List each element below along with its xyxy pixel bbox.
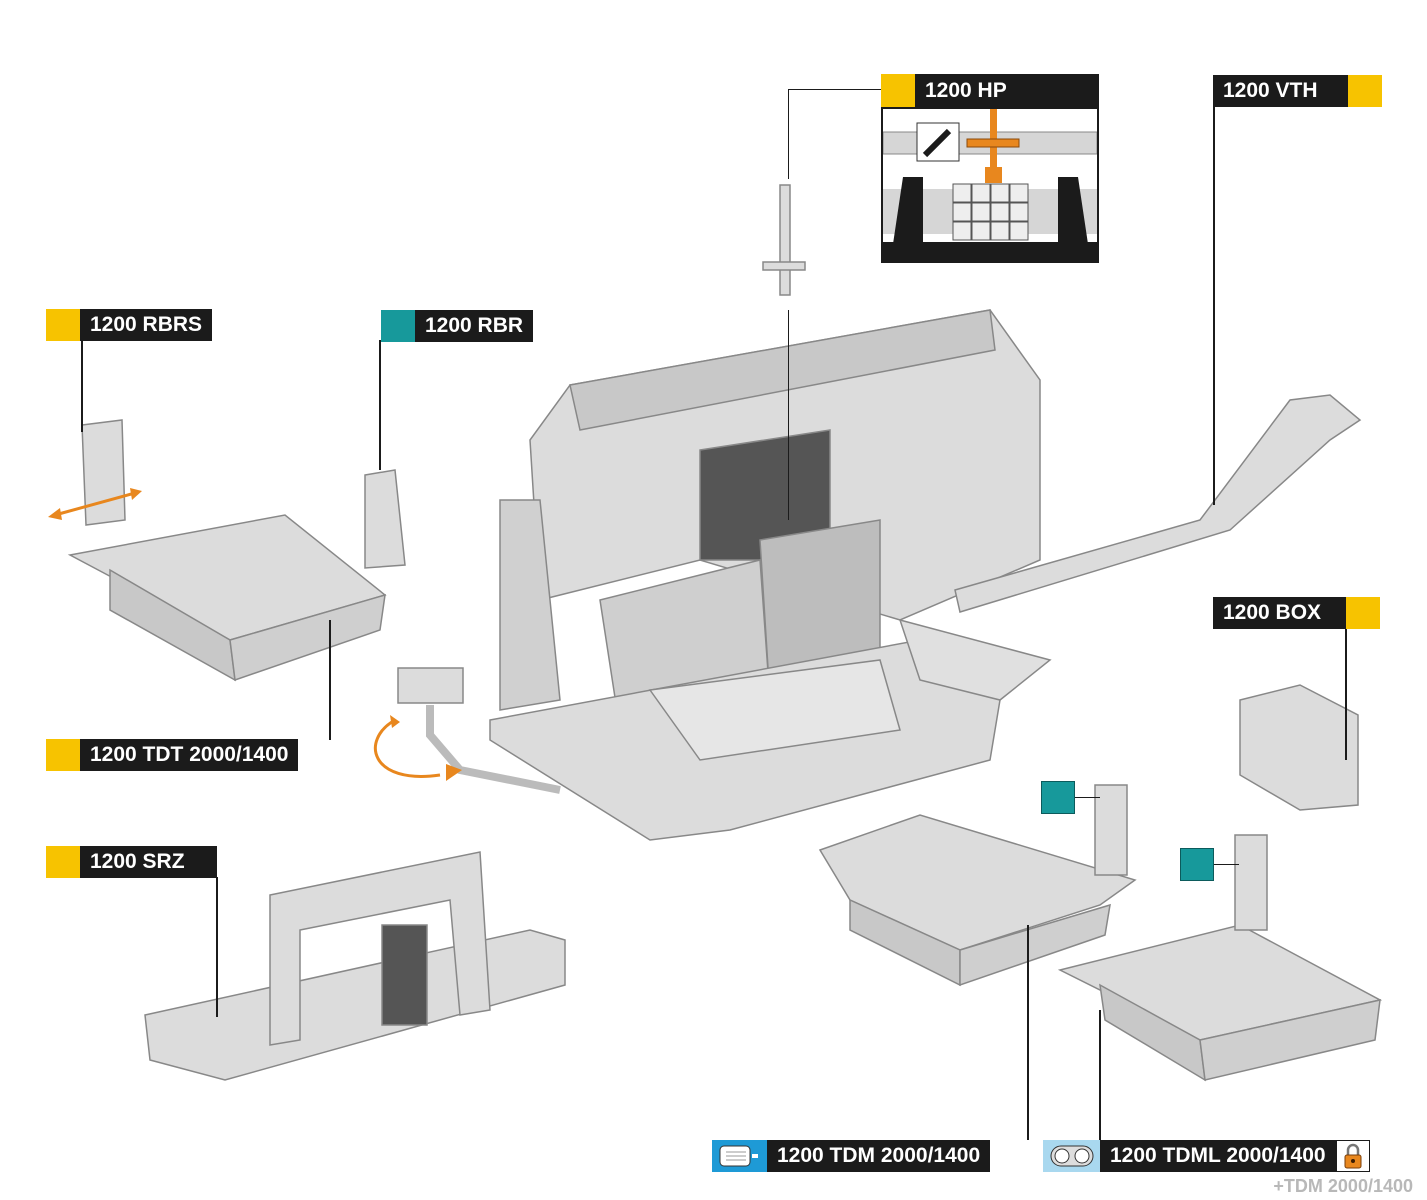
leader-line (1345, 628, 1347, 760)
srz-unit (144, 851, 566, 1081)
double-arrow-icon (54, 491, 136, 517)
rbrs-unit (81, 419, 126, 526)
label-1200-tdm: 1200 TDM 2000/1400 (712, 1140, 991, 1172)
yellow-marker (1346, 597, 1380, 629)
label-1200-box: 1200 BOX (1213, 597, 1380, 629)
tdm-roller-table (818, 784, 1137, 987)
rotate-arrow-icon (373, 718, 441, 778)
label-1200-rbrs: 1200 RBRS (46, 309, 213, 341)
leader-line (81, 340, 83, 432)
label-1200-hp: 1200 HP (925, 78, 1007, 102)
hp-callout: 1200 HP (881, 74, 1099, 263)
teal-marker (1180, 848, 1214, 881)
vth-conveyor (954, 394, 1362, 613)
label-1200-vth: 1200 VTH (1213, 75, 1382, 107)
motor-icon (712, 1140, 767, 1172)
yellow-marker (1348, 75, 1382, 107)
label-1200-tdml: 1200 TDML 2000/1400 (1043, 1140, 1370, 1172)
leader-line (1075, 797, 1100, 798)
yellow-marker (46, 846, 80, 878)
teal-marker (381, 310, 415, 342)
chain-drive-icon (1043, 1140, 1100, 1172)
yellow-marker (46, 309, 80, 341)
label-1200-rbr: 1200 RBR (381, 310, 534, 342)
hp-schematic (883, 109, 1097, 259)
leader-line (1213, 105, 1215, 505)
leader-line (1099, 1010, 1101, 1140)
tdml-note: +TDM 2000/1400 (1273, 1176, 1413, 1196)
leader-line (788, 89, 882, 90)
leader-line (329, 620, 331, 740)
rbr-unit (364, 469, 406, 569)
leader-line (1214, 864, 1239, 865)
hydraulic-cylinder-icon (916, 122, 960, 162)
leader-line (788, 310, 789, 520)
tdt-roller-table (67, 514, 387, 682)
leader-line (379, 340, 381, 470)
yellow-marker (881, 74, 915, 107)
control-pendant (397, 667, 464, 704)
label-1200-srz: 1200 SRZ (46, 846, 217, 878)
band-saw-machine (489, 309, 1052, 841)
teal-marker (1041, 781, 1075, 814)
label-1200-tdt: 1200 TDT 2000/1400 (46, 739, 299, 771)
hp-cylinder (779, 184, 791, 296)
yellow-marker (46, 739, 80, 771)
leader-line (1027, 925, 1029, 1140)
tdml-roller-table (1057, 834, 1383, 1082)
chip-box (1239, 684, 1359, 811)
leader-line (788, 89, 789, 179)
lock-icon (1335, 1140, 1370, 1172)
leader-line (216, 877, 218, 1017)
